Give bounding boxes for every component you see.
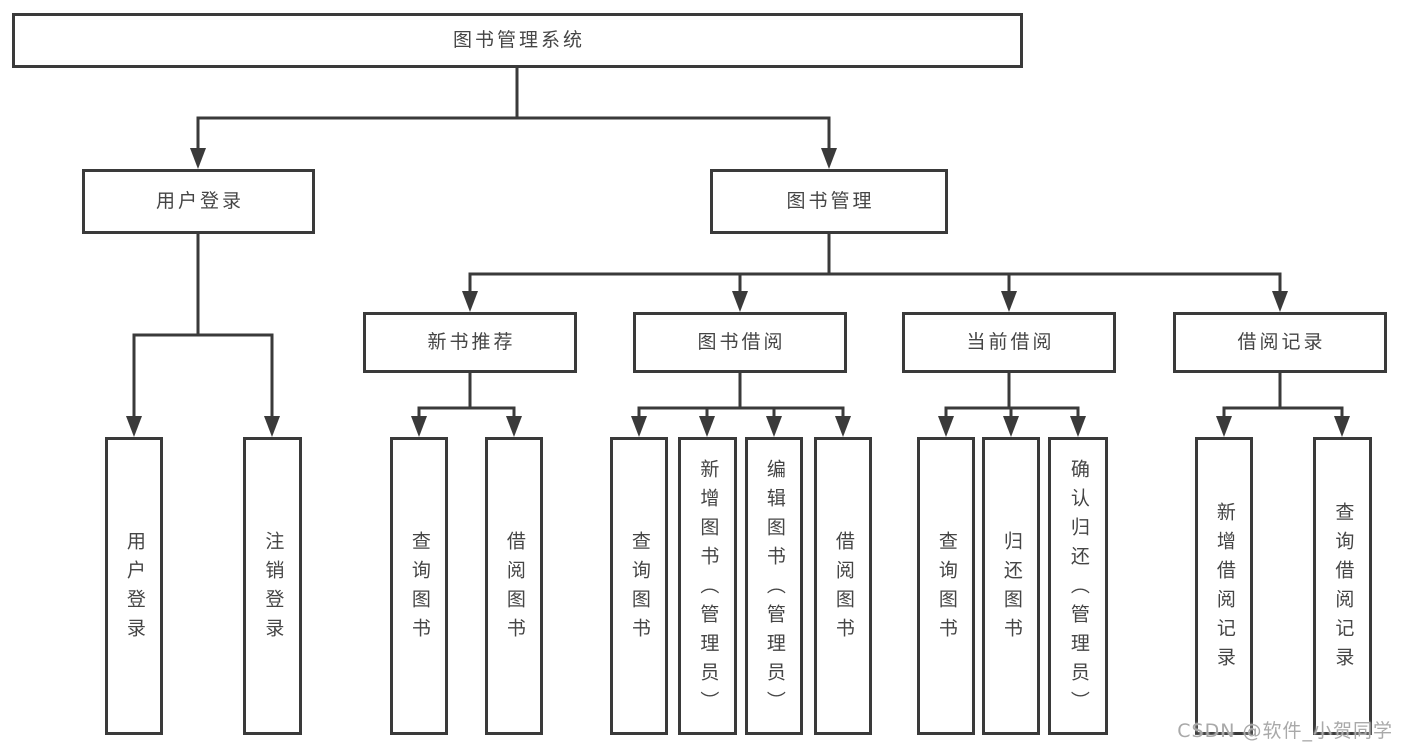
node-book-borrowing: 图书借阅 bbox=[633, 312, 847, 373]
leaf-add-borrow-record: 新增借阅记录 bbox=[1195, 437, 1253, 735]
leaf-confirm-return-admin: 确认归还（管理员） bbox=[1048, 437, 1108, 735]
leaf-query-book-recommend: 查询图书 bbox=[390, 437, 448, 735]
leaf-query-book-current: 查询图书 bbox=[917, 437, 975, 735]
leaf-query-book-borrowing: 查询图书 bbox=[610, 437, 668, 735]
leaf-edit-book-admin: 编辑图书（管理员） bbox=[745, 437, 803, 735]
node-current-borrowing: 当前借阅 bbox=[902, 312, 1116, 373]
leaf-borrow-book: 借阅图书 bbox=[814, 437, 872, 735]
csdn-watermark: CSDN @软件_小贺同学 bbox=[1177, 720, 1393, 742]
leaf-borrow-book-recommend: 借阅图书 bbox=[485, 437, 543, 735]
leaf-user-login: 用户登录 bbox=[105, 437, 163, 735]
leaf-logout: 注销登录 bbox=[243, 437, 302, 735]
node-user-login: 用户登录 bbox=[82, 169, 315, 234]
node-book-management: 图书管理 bbox=[710, 169, 948, 234]
leaf-add-book-admin: 新增图书（管理员） bbox=[678, 437, 737, 735]
node-new-book-recommend: 新书推荐 bbox=[363, 312, 577, 373]
leaf-query-borrow-record: 查询借阅记录 bbox=[1313, 437, 1372, 735]
node-borrowing-records: 借阅记录 bbox=[1173, 312, 1387, 373]
leaf-return-book: 归还图书 bbox=[982, 437, 1040, 735]
node-library-management-system: 图书管理系统 bbox=[12, 13, 1023, 68]
